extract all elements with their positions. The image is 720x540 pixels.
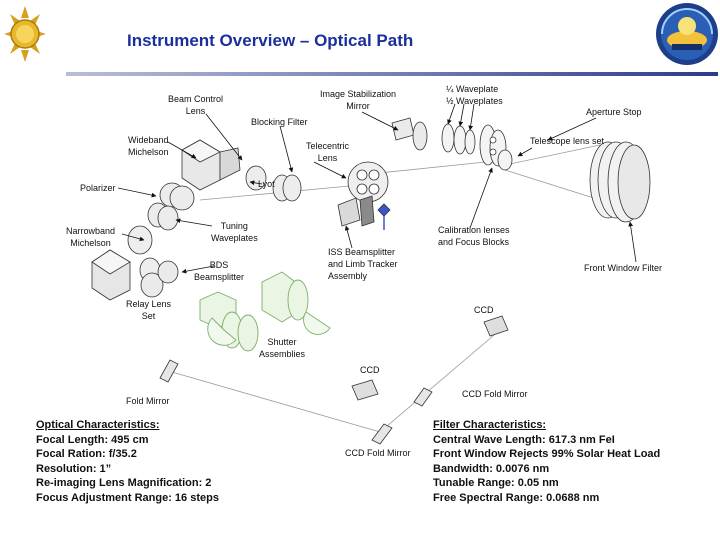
iss-beamsplitter xyxy=(337,195,391,230)
polarizer xyxy=(159,182,195,211)
label-beam-control-lens: Beam Control Lens xyxy=(168,94,224,116)
calibration-lenses xyxy=(479,124,513,171)
label-blocking-filter: Blocking Filter xyxy=(251,117,308,127)
optical-line: Focal Length: 495 cm xyxy=(36,433,149,446)
telescope-lens-set xyxy=(589,141,651,223)
label-telecentric-lens: Telecentric Lens xyxy=(306,141,350,163)
label-ccd-middle: CCD xyxy=(360,365,380,375)
filter-line: Front Window Rejects 99% Solar Heat Load xyxy=(433,448,661,461)
solar-dynamics-observatory-emblem-icon xyxy=(654,0,720,68)
optical-characteristics-heading: Optical Characteristics: xyxy=(36,419,160,431)
filter-line: Free Spectral Range: 0.0688 nm xyxy=(433,491,600,504)
label-image-stabilization-mirror: Image Stabilization Mirror xyxy=(320,89,397,111)
label-ccd-fold-mirror-bottom: CCD Fold Mirror xyxy=(345,448,411,458)
label-front-window-filter: Front Window Filter xyxy=(584,263,663,273)
label-ccd-upper: CCD xyxy=(474,305,494,315)
label-tuning-waveplates: Tuning Waveplates xyxy=(211,221,258,243)
label-fold-mirror: Fold Mirror xyxy=(126,396,170,406)
waveplate-elements xyxy=(441,123,476,155)
label-relay-lens-set: Relay Lens Set xyxy=(126,299,172,321)
label-polarizer: Polarizer xyxy=(80,183,116,193)
relay-lens-set xyxy=(199,271,309,352)
title-divider xyxy=(66,72,718,76)
label-lyot: Lyot xyxy=(258,179,275,189)
label-ccd-fold-mirror-right: CCD Fold Mirror xyxy=(462,389,528,399)
telecentric-lens xyxy=(347,161,389,203)
optical-line: Focal Ration: f/35.2 xyxy=(36,448,137,461)
fold-mirror xyxy=(159,359,179,383)
page-title: Instrument Overview – Optical Path xyxy=(127,31,414,50)
image-stabilization-mirror xyxy=(391,117,428,151)
label-telescope-lens-set: Telescope lens set xyxy=(530,136,605,146)
label-bds-beamsplitter: BDS Beamsplitter xyxy=(194,260,245,282)
shutter-assemblies xyxy=(207,311,331,346)
label-narrowband-michelson: Narrowband Michelson xyxy=(66,226,116,248)
wideband-michelson xyxy=(181,139,241,191)
nso-sun-emblem-icon xyxy=(2,4,48,64)
ccd-fold-mirror-right xyxy=(413,387,433,407)
label-calibration-lenses: Calibration lenses and Focus Blocks xyxy=(438,225,510,247)
optical-characteristics: Optical Characteristics: Focal Length: 4… xyxy=(36,418,219,506)
label-iss-beamsplitter: ISS Beamsplitter and Limb Tracker Assemb… xyxy=(328,247,398,281)
optical-line: Focus Adjustment Range: 16 steps xyxy=(36,491,219,504)
filter-line: Central Wave Length: 617.3 nm FeI xyxy=(433,433,615,446)
bds-beamsplitter xyxy=(140,260,179,298)
ccd-fold-mirror-bottom xyxy=(371,423,393,445)
ccd-upper xyxy=(483,315,509,337)
filter-characteristics-heading: Filter Characteristics: xyxy=(433,419,547,431)
filter-line: Tunable Range: 0.05 nm xyxy=(433,477,559,490)
optical-line: Re-imaging Lens Magnification: 2 xyxy=(36,477,212,490)
filter-line: Bandwidth: 0.0076 nm xyxy=(433,462,550,475)
label-wideband-michelson: Wideband Michelson xyxy=(128,135,169,157)
label-aperture-stop: Aperture Stop xyxy=(586,107,642,117)
label-shutter-assemblies: Shutter Assemblies xyxy=(259,337,306,359)
filter-characteristics: Filter Characteristics: Central Wave Len… xyxy=(433,418,660,506)
tuning-waveplates xyxy=(147,202,179,231)
optical-line: Resolution: 1” xyxy=(36,462,112,475)
ccd-middle xyxy=(351,379,379,401)
label-waveplates: ¼ Waveplate ½ Waveplates xyxy=(446,84,503,106)
callout-arrows xyxy=(117,103,637,274)
